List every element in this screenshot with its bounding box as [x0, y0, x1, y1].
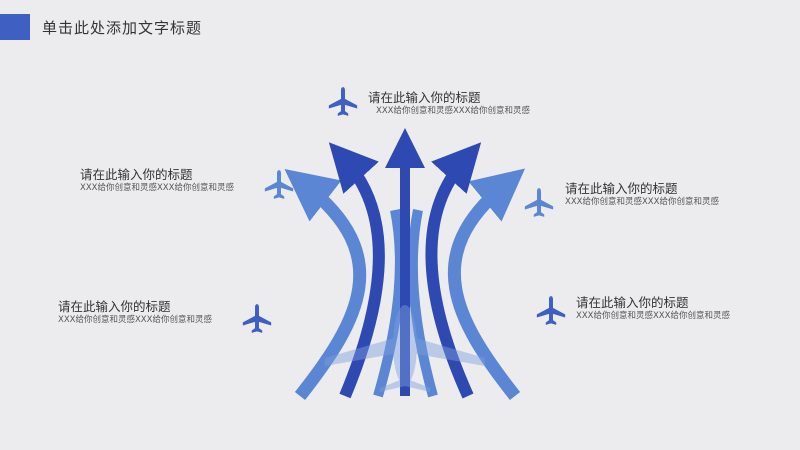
trail-inner-left: [328, 142, 385, 399]
text-block-top[interactable]: 请在此输入你的标题 XXX给你创意和灵感XXX给你创意和灵感: [368, 90, 551, 117]
title-accent-bar: [0, 14, 30, 40]
block-heading: 请在此输入你的标题: [80, 167, 193, 182]
trail-outer-right: [447, 168, 526, 401]
block-heading: 请在此输入你的标题: [565, 181, 678, 196]
page-title[interactable]: 单击此处添加文字标题: [42, 19, 203, 37]
block-description: XXX给你创意和灵感XXX给你创意和灵感: [80, 183, 234, 193]
airplane-icon: [242, 304, 272, 333]
trail-mid-left: [373, 209, 405, 398]
text-block-left-upper[interactable]: 请在此输入你的标题 XXX给你创意和灵感XXX给你创意和灵感: [80, 167, 255, 194]
text-block-right-lower[interactable]: 请在此输入你的标题 XXX给你创意和灵感XXX给你创意和灵感: [576, 295, 751, 322]
trail-outer-left: [284, 169, 367, 401]
airplane-icon: [536, 296, 566, 325]
text-block-right-upper[interactable]: 请在此输入你的标题 XXX给你创意和灵感XXX给你创意和灵感: [565, 181, 740, 208]
trail-inner-right: [425, 142, 482, 399]
block-description: XXX给你创意和灵感XXX给你创意和灵感: [576, 311, 730, 321]
block-heading: 请在此输入你的标题: [576, 295, 689, 310]
trail-mid-right: [407, 209, 438, 398]
text-block-left-lower[interactable]: 请在此输入你的标题 XXX给你创意和灵感XXX给你创意和灵感: [58, 299, 233, 326]
airplane-icon: [328, 87, 358, 116]
block-description: XXX给你创意和灵感XXX给你创意和灵感: [565, 197, 719, 207]
block-description: XXX给你创意和灵感XXX给你创意和灵感: [58, 315, 212, 325]
airplane-icon: [264, 170, 294, 199]
airplane-icon: [524, 188, 554, 217]
center-plane-silhouette: [325, 305, 485, 392]
block-heading: 请在此输入你的标题: [58, 299, 171, 314]
block-description: XXX给你创意和灵感XXX给你创意和灵感: [376, 106, 530, 116]
block-heading: 请在此输入你的标题: [368, 90, 481, 105]
